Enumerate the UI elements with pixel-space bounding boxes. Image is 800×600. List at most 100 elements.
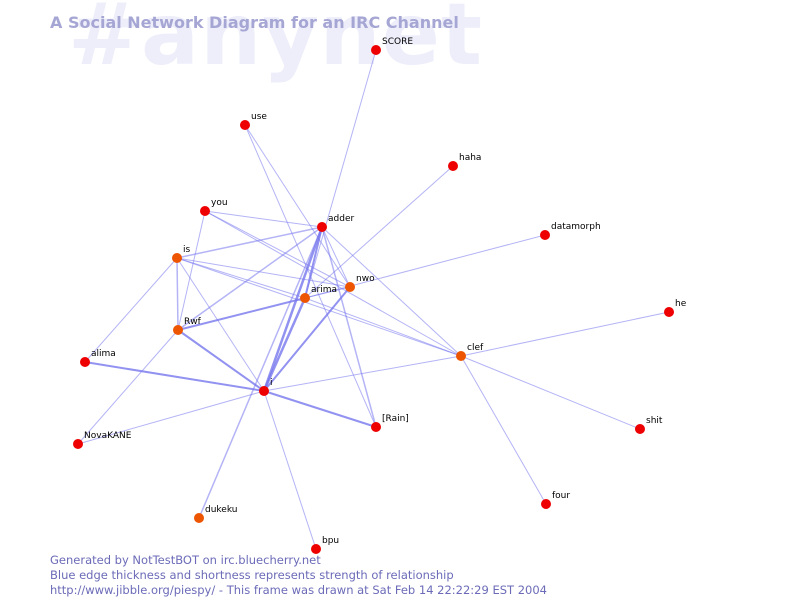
node-label-he: he <box>675 299 687 309</box>
edge-clef-he <box>460 311 670 357</box>
edge-adder-arima <box>304 226 323 299</box>
node-dukeku: dukeku <box>194 505 237 523</box>
node-label-adder: adder <box>328 214 354 224</box>
edge-is-i <box>176 257 265 392</box>
edges-layer <box>77 49 670 550</box>
edge-is-rwf <box>176 257 179 331</box>
edge-nwo-i <box>263 286 351 392</box>
node-haha: haha <box>448 153 481 171</box>
edge-adder-i <box>262 226 324 392</box>
node-dot-four <box>541 499 551 509</box>
node-dot-arima <box>300 293 310 303</box>
node-label-rain: [Rain] <box>382 414 409 424</box>
node-nwo: nwo <box>345 274 375 292</box>
edge-arima-rwf <box>177 297 306 331</box>
edge-i-rain <box>263 390 377 428</box>
edge-datamorph-arima <box>304 234 546 299</box>
node-label-you: you <box>211 198 228 208</box>
node-dot-rain <box>371 422 381 432</box>
node-dot-alima <box>80 357 90 367</box>
node-label-shit: shit <box>646 416 663 426</box>
node-dot-haha <box>448 161 458 171</box>
node-i: i <box>259 378 273 396</box>
edge-nwo-arima <box>304 286 351 299</box>
node-dot-bpu <box>311 544 321 554</box>
node-alima: alima <box>80 349 116 367</box>
node-dot-score <box>371 45 381 55</box>
node-label-arima: arima <box>311 285 337 295</box>
channel-watermark: #anynet <box>68 0 484 85</box>
diagram-title: A Social Network Diagram for an IRC Chan… <box>50 13 459 32</box>
node-four: four <box>541 491 570 509</box>
node-you: you <box>200 198 228 216</box>
edge-is-nwo <box>176 257 351 288</box>
edge-i-novakane <box>77 390 265 445</box>
node-label-dukeku: dukeku <box>205 505 237 515</box>
node-datamorph: datamorph <box>540 222 601 240</box>
edge-adder-dukeku <box>198 226 323 519</box>
edge-arima-clef <box>304 297 462 357</box>
node-arima: arima <box>300 285 337 303</box>
edge-clef-four <box>460 355 547 505</box>
footer: Generated by NotTestBOT on irc.bluecherr… <box>50 553 547 598</box>
node-dot-dukeku <box>194 513 204 523</box>
node-shit: shit <box>635 416 663 434</box>
node-he: he <box>664 299 687 317</box>
edge-is-alima <box>84 257 178 363</box>
edge-adder-clef <box>321 226 462 357</box>
edge-rwf-novakane <box>77 329 179 445</box>
edge-you-clef <box>204 210 462 357</box>
node-label-score: SCORE <box>382 37 413 47</box>
node-dot-shit <box>635 424 645 434</box>
node-dot-you <box>200 206 210 216</box>
edge-score-arima <box>304 49 377 299</box>
node-adder: adder <box>317 214 354 232</box>
node-rain: [Rain] <box>371 414 409 432</box>
node-rwf: Rwf <box>173 317 202 335</box>
edge-i-bpu <box>263 390 317 550</box>
edge-i-clef <box>263 355 462 392</box>
node-dot-nwo <box>345 282 355 292</box>
node-label-is: is <box>183 245 191 255</box>
node-dot-adder <box>317 222 327 232</box>
node-label-four: four <box>552 491 570 501</box>
node-bpu: bpu <box>311 536 339 554</box>
node-dot-rwf <box>173 325 183 335</box>
edge-adder-rain <box>321 226 377 428</box>
edge-is-clef <box>176 257 462 357</box>
node-novakane: NovaKANE <box>73 431 132 449</box>
node-label-novakane: NovaKANE <box>84 431 132 441</box>
node-label-rwf: Rwf <box>184 317 202 327</box>
node-dot-i <box>259 386 269 396</box>
node-clef: clef <box>456 343 484 361</box>
edge-arima-i <box>262 297 307 392</box>
node-dot-use <box>240 120 250 130</box>
node-score: SCORE <box>371 37 413 55</box>
node-dot-clef <box>456 351 466 361</box>
node-label-bpu: bpu <box>322 536 339 546</box>
edge-you-adder <box>204 210 323 228</box>
node-label-haha: haha <box>459 153 481 163</box>
edge-rwf-i <box>177 329 265 392</box>
edge-use-nwo <box>244 124 351 288</box>
node-label-clef: clef <box>467 343 484 353</box>
footer-generated-by: Generated by NotTestBOT on irc.bluecherr… <box>50 553 321 567</box>
node-dot-datamorph <box>540 230 550 240</box>
node-use: use <box>240 112 267 130</box>
node-is: is <box>172 245 191 263</box>
node-dot-is <box>172 253 182 263</box>
node-dot-novakane <box>73 439 83 449</box>
node-label-nwo: nwo <box>356 274 375 284</box>
node-label-use: use <box>251 112 267 122</box>
footer-edge-legend: Blue edge thickness and shortness repres… <box>50 568 454 582</box>
node-label-i: i <box>270 378 273 388</box>
edge-alima-i <box>84 361 265 392</box>
edge-clef-shit <box>460 355 641 430</box>
node-label-datamorph: datamorph <box>551 222 601 232</box>
edge-adder-nwo <box>321 226 351 288</box>
edge-you-rwf <box>177 210 206 331</box>
edge-is-adder <box>176 226 323 259</box>
edge-you-nwo <box>204 210 351 288</box>
